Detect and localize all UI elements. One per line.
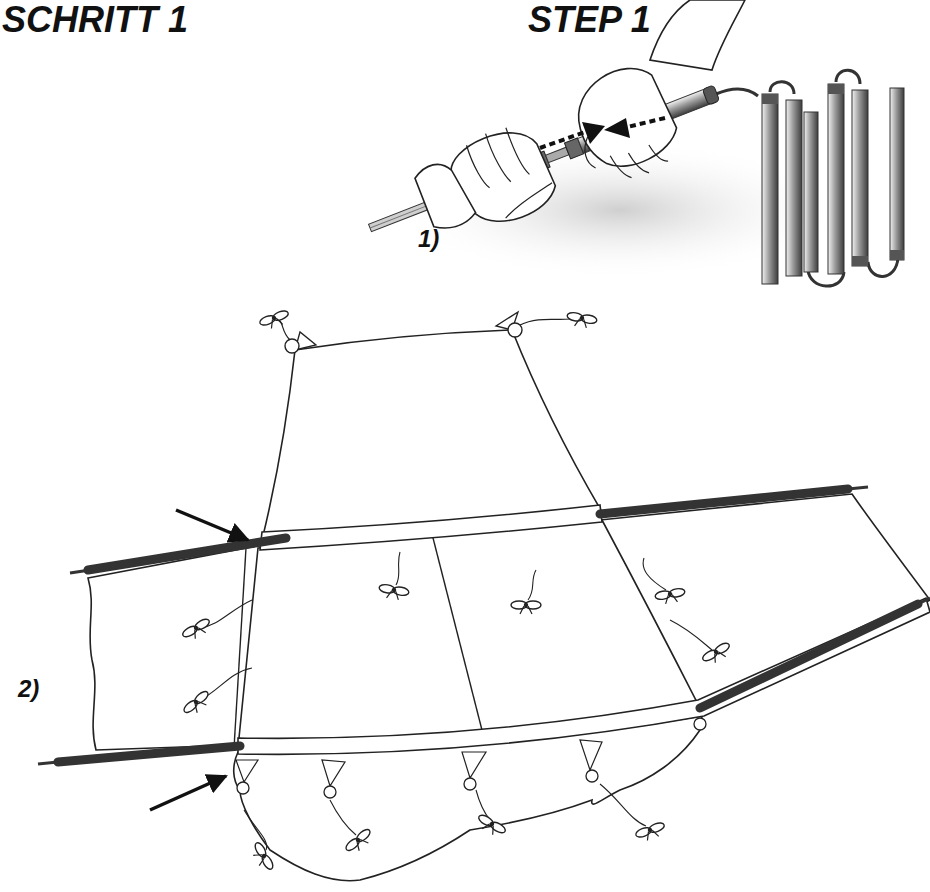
folded-poles bbox=[762, 70, 904, 286]
folded-poles bbox=[868, 258, 898, 277]
tent-pole bbox=[349, 40, 735, 275]
tent-pole bbox=[546, 147, 569, 162]
pointer-arrows bbox=[150, 510, 248, 810]
push-arrows bbox=[540, 132, 585, 148]
folded-poles bbox=[770, 82, 794, 94]
canopy-figure bbox=[694, 718, 706, 730]
shock-cord bbox=[716, 89, 758, 96]
canopy-figure bbox=[586, 770, 598, 782]
tie-bows bbox=[635, 821, 668, 843]
inserted-poles bbox=[70, 570, 90, 573]
inserted-poles bbox=[38, 762, 58, 764]
canopy-figure bbox=[324, 786, 336, 798]
folded-poles bbox=[852, 90, 868, 266]
push-arrows bbox=[540, 118, 665, 148]
figure-number: 1) bbox=[418, 226, 439, 252]
canopy-figure bbox=[276, 318, 290, 340]
right-arm bbox=[650, 0, 745, 70]
inserted-poles bbox=[38, 487, 930, 764]
tie-bows bbox=[249, 841, 275, 873]
lower-pole-sleeve bbox=[238, 598, 930, 754]
canopy-figure bbox=[432, 534, 484, 738]
canopy-figure bbox=[259, 309, 292, 331]
push-arrows bbox=[604, 118, 630, 138]
pointer-arrows bbox=[150, 776, 226, 810]
tie-bows bbox=[181, 617, 213, 643]
canopy-top-flap bbox=[262, 330, 602, 540]
upper-pole-sleeve bbox=[260, 505, 602, 550]
canopy-left-flap bbox=[88, 545, 262, 750]
canopy-figure bbox=[237, 782, 249, 794]
tie-bows bbox=[701, 641, 733, 667]
folded-poles bbox=[836, 70, 860, 84]
pointer-arrows bbox=[176, 510, 248, 540]
canopy-figure bbox=[38, 309, 930, 881]
folded-poles bbox=[762, 94, 778, 104]
inserted-poles bbox=[700, 604, 918, 708]
inserted-poles bbox=[88, 538, 286, 570]
canopy-figure bbox=[295, 312, 518, 350]
canopy-figure bbox=[508, 323, 522, 337]
tie-bows bbox=[182, 689, 213, 718]
figure-number: 2) bbox=[18, 676, 39, 702]
tie-bows bbox=[200, 552, 712, 850]
canopy-figure bbox=[285, 339, 299, 353]
inserted-poles bbox=[58, 746, 240, 762]
tent-pole bbox=[579, 113, 669, 192]
step-heading: SCHRITT 1 bbox=[2, 0, 188, 40]
tie-bows bbox=[378, 583, 410, 601]
canopy-figure bbox=[234, 548, 246, 748]
folded-poles bbox=[804, 112, 818, 272]
folded-poles bbox=[786, 100, 802, 276]
folded-poles bbox=[890, 88, 904, 260]
folded-poles bbox=[890, 250, 904, 260]
tie-bows bbox=[181, 552, 733, 873]
push-arrows bbox=[623, 118, 665, 128]
tent-pole bbox=[370, 204, 431, 228]
tie-bows bbox=[344, 827, 375, 856]
tie-bows bbox=[511, 601, 541, 614]
inserted-poles bbox=[600, 489, 848, 514]
tie-bows bbox=[655, 587, 687, 605]
step-heading: STEP 1 bbox=[528, 0, 651, 40]
folded-poles bbox=[828, 84, 844, 94]
inserted-poles bbox=[848, 487, 868, 489]
folded-poles bbox=[762, 94, 778, 284]
tie-bows bbox=[475, 813, 507, 839]
push-arrows bbox=[582, 122, 605, 144]
pole-joining-figure bbox=[349, 0, 904, 286]
tent-pole bbox=[465, 118, 558, 222]
folded-poles bbox=[828, 84, 844, 274]
canopy-figure bbox=[464, 778, 476, 790]
inserted-poles bbox=[918, 598, 930, 604]
left-wrist bbox=[413, 156, 478, 234]
canopy-figure bbox=[566, 311, 598, 329]
tent-pole bbox=[702, 85, 719, 105]
folded-poles bbox=[852, 256, 868, 266]
